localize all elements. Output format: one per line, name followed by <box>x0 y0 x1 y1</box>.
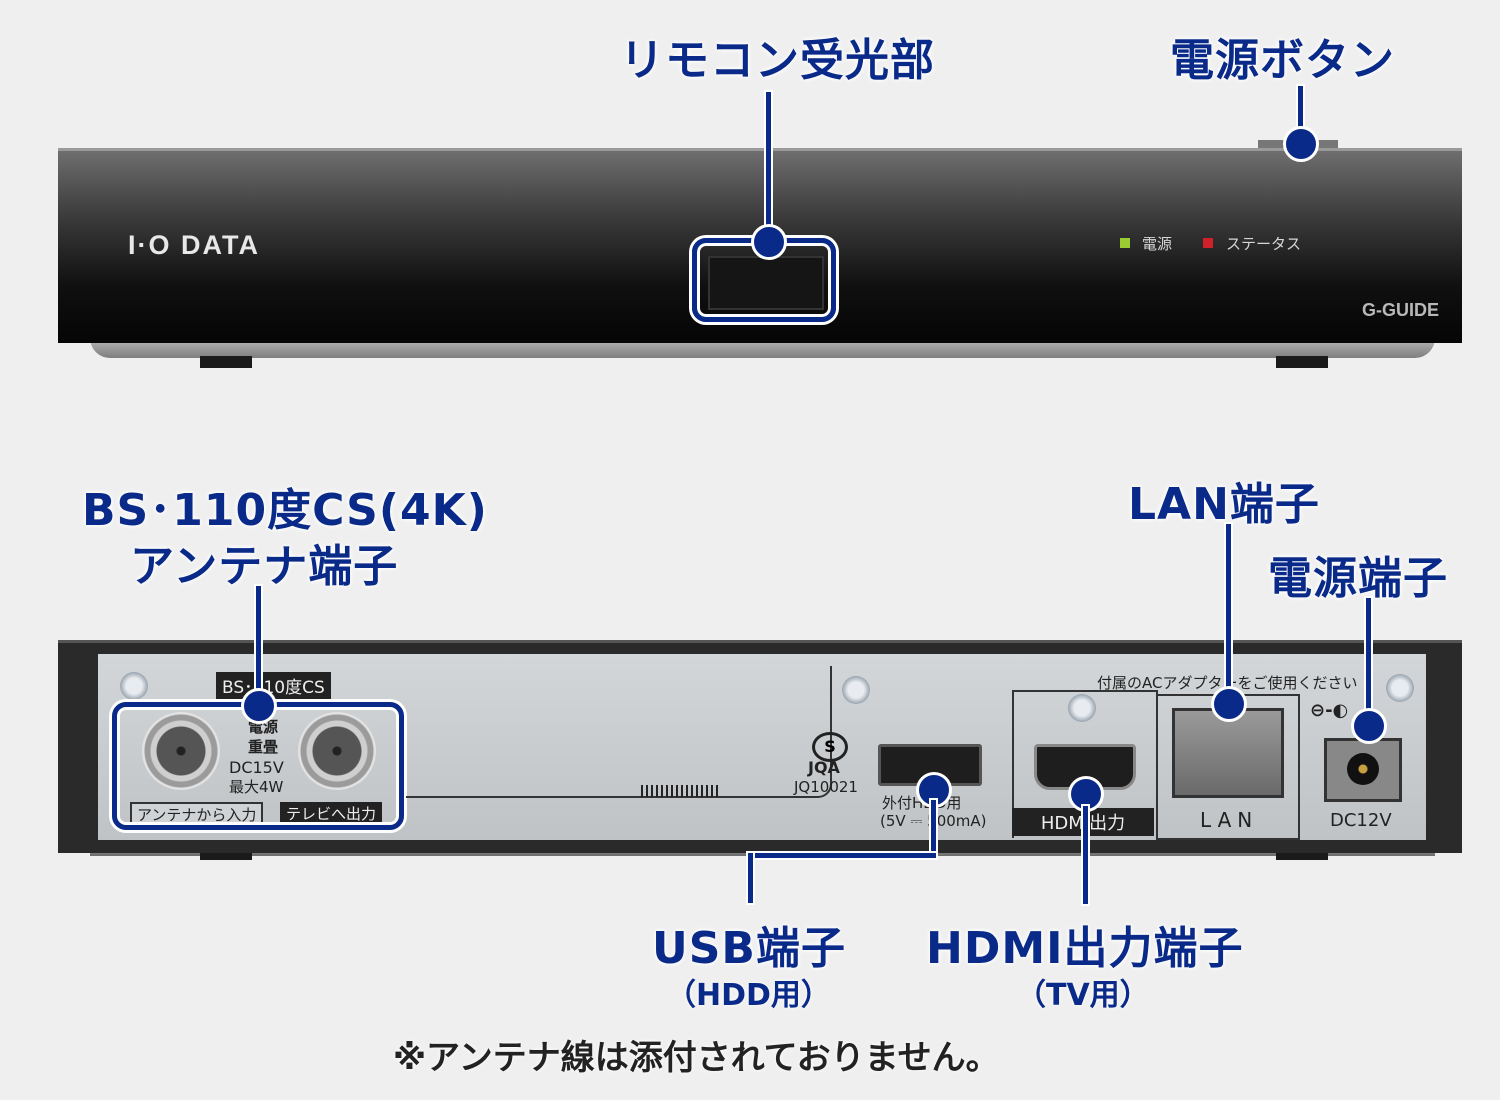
tv-output-label: テレビへ出力 <box>280 802 383 825</box>
callout-hdmi-sub: （TV用） <box>1016 978 1150 1013</box>
screw-icon <box>120 672 148 700</box>
leader-line-usb-h <box>748 853 936 858</box>
callout-power-terminal: 電源端子 <box>1268 553 1448 604</box>
dc-power-port[interactable] <box>1324 738 1402 802</box>
power-led-icon <box>1120 238 1130 248</box>
marker-dot-dc <box>1351 708 1387 744</box>
screw-icon <box>1068 694 1096 722</box>
leader-line-lan <box>1226 524 1231 704</box>
dc-label: DC12V <box>1330 810 1392 831</box>
status-led-icon <box>1203 238 1213 248</box>
cover-plate-outline <box>406 666 832 798</box>
marker-dot-lan <box>1211 686 1247 722</box>
leader-line-power-button <box>1298 86 1303 146</box>
leader-line-remote <box>766 92 771 242</box>
leader-line-usb-v <box>931 800 936 858</box>
callout-usb-sub: （HDD用） <box>666 978 831 1013</box>
leader-line-dc <box>1366 598 1371 726</box>
power-led-label: 電源 <box>1142 235 1173 253</box>
callout-remote-sensor: リモコン受光部 <box>620 35 935 86</box>
brand-logo: I·O DATA <box>128 230 260 260</box>
gguide-logo: G-GUIDE <box>1362 300 1440 320</box>
antenna-input-port[interactable] <box>142 712 220 790</box>
antenna-spec-voltage: DC15V <box>229 758 284 777</box>
screw-icon <box>842 676 870 704</box>
marker-dot-remote <box>751 224 787 260</box>
callout-antenna-line1: BS･110度CS(4K) <box>82 485 488 536</box>
tv-output-port[interactable] <box>298 712 376 790</box>
status-led-label: ステータス <box>1226 235 1302 253</box>
jqa-s-mark-icon: S <box>812 732 848 762</box>
lan-label: LAN <box>1200 808 1259 832</box>
callout-power-button: 電源ボタン <box>1170 35 1395 86</box>
callout-hdmi: HDMI出力端子 <box>926 923 1244 974</box>
leader-line-usb-v2 <box>748 853 753 903</box>
callout-usb: USB端子 <box>652 923 846 974</box>
polarity-icon: ⊖-◐ <box>1310 700 1349 721</box>
jqa-code: JQ10021 <box>794 778 858 796</box>
power-superpose-line2: 重畳 <box>248 738 279 756</box>
screw-icon <box>1386 674 1414 702</box>
antenna-spec-power: 最大4W <box>229 778 284 796</box>
marker-dot-antenna <box>241 688 277 724</box>
leader-line-hdmi <box>1083 806 1088 904</box>
callout-antenna-line2: アンテナ端子 <box>130 541 399 592</box>
front-foot-right <box>1276 356 1328 368</box>
jqa-mark: JQA <box>808 758 840 777</box>
front-foot-left <box>200 356 252 368</box>
callout-lan: LAN端子 <box>1128 479 1320 530</box>
leader-line-antenna <box>256 586 261 706</box>
front-device-base <box>90 338 1435 358</box>
footnote: ※アンテナ線は添付されておりません。 <box>393 1038 1000 1078</box>
marker-dot-power-button <box>1283 126 1319 162</box>
barcode <box>641 785 721 797</box>
